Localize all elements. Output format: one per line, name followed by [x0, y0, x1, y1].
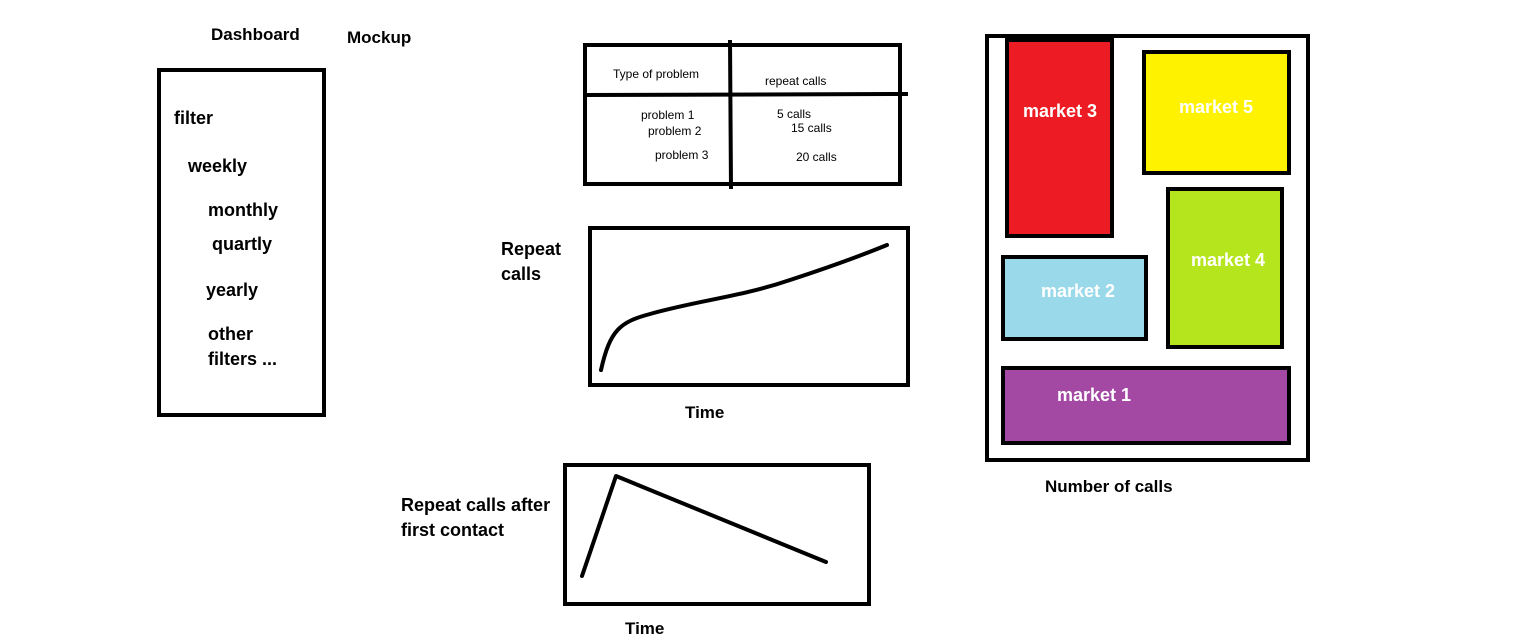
treemap-tile-market-5[interactable]: market 5	[1142, 50, 1291, 175]
table-cell-problem-3: problem 3	[655, 148, 709, 162]
filter-label: filter	[174, 108, 214, 128]
treemap	[985, 34, 1310, 462]
filter-option-monthly[interactable]: monthly	[208, 200, 278, 220]
treemap-tile-market-3[interactable]: market 3	[1005, 38, 1114, 238]
filter-option-yearly[interactable]: yearly	[206, 280, 259, 300]
treemap-tile-market-1[interactable]: market 1	[1001, 366, 1291, 445]
chart-ylabel-line2: calls	[501, 264, 542, 284]
chart-ylabel-line2: first contact	[401, 520, 505, 540]
tile-label: market 1	[1057, 385, 1132, 405]
treemap-caption: Number of calls	[1045, 477, 1173, 496]
table-cell-calls-2: 15 calls	[791, 121, 832, 135]
page-title: Dashboard	[211, 25, 300, 44]
treemap-tile-market-2[interactable]: market 2	[1001, 255, 1148, 341]
table-header-problem: Type of problem	[613, 67, 700, 81]
filter-panel: filter weekly monthly quartly yearly oth…	[157, 68, 326, 417]
chart-ylabel-line1: Repeat	[501, 239, 562, 259]
tile-label: market 5	[1179, 97, 1254, 117]
filter-option-quartly[interactable]: quartly	[212, 234, 273, 254]
chart-ylabel: Repeat calls after first contact	[401, 493, 550, 543]
table-cell-problem-1: problem 1	[641, 108, 695, 122]
chart-ylabel: Repeat calls	[501, 237, 561, 287]
chart-xlabel: Time	[685, 403, 725, 422]
filter-option-weekly[interactable]: weekly	[188, 156, 248, 176]
page-subtitle: Mockup	[347, 28, 412, 47]
filter-option-other[interactable]: other filters ...	[208, 322, 277, 372]
table-cell-calls-3: 20 calls	[796, 150, 837, 164]
table-cell-calls-1: 5 calls	[777, 107, 812, 121]
table-header-repeat-calls: repeat calls	[765, 74, 827, 88]
table-cell-problem-2: problem 2	[648, 124, 702, 138]
tile-label: market 4	[1191, 250, 1266, 270]
tile-label: market 2	[1041, 281, 1116, 301]
treemap-tile-market-4[interactable]: market 4	[1166, 187, 1284, 349]
filter-option-other-line2: filters ...	[208, 349, 278, 369]
tile-label: market 3	[1023, 101, 1098, 121]
chart-xlabel: Time	[625, 619, 665, 638]
chart-ylabel-line1: Repeat calls after	[401, 495, 551, 515]
filter-option-other-line1: other	[208, 324, 253, 344]
